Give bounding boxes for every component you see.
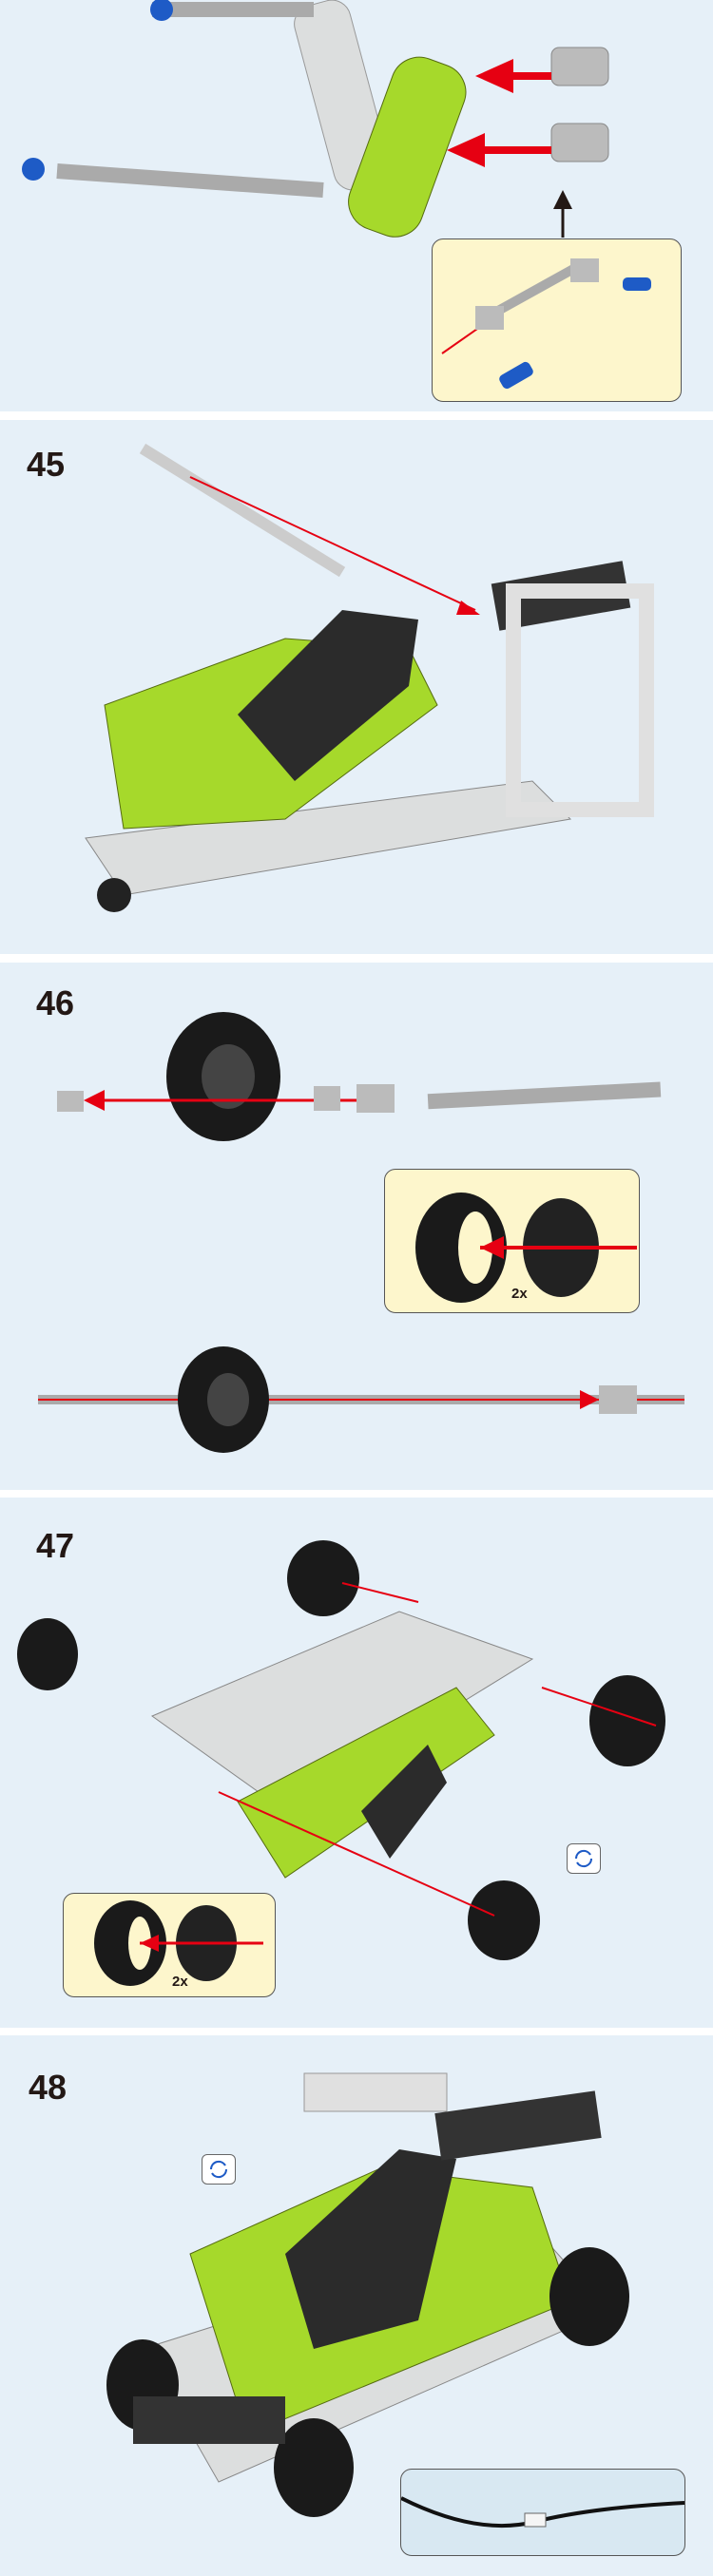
cable-connection-callout <box>400 2469 685 2556</box>
tire-assembly-illustration <box>94 1900 263 1986</box>
step-46-panel: 46 2x <box>0 963 713 1490</box>
step-number: 48 <box>29 2068 67 2107</box>
step-number: 45 <box>27 445 66 484</box>
step-number: 47 <box>36 1526 75 1565</box>
step-number: 46 <box>36 983 75 1022</box>
step-44-panel <box>0 0 713 411</box>
step-45-panel: 45 <box>0 420 713 954</box>
step-46-illustration <box>38 1012 684 1453</box>
tire-assembly-illustration <box>415 1193 637 1303</box>
quantity-label: 2x <box>172 1974 188 1990</box>
cable-connection-illustration <box>401 2496 684 2528</box>
step-47-panel: 47 2x <box>0 1498 713 2028</box>
step-48-panel: 48 <box>0 2035 713 2576</box>
step-47-illustration <box>17 1540 665 1960</box>
rotate-model-icon <box>567 1843 601 1874</box>
step-44-illustration <box>22 0 609 238</box>
quantity-label: 2x <box>511 1286 528 1302</box>
step-45-illustration <box>85 443 654 912</box>
sub-assembly-illustration <box>441 258 651 390</box>
tire-assembly-callout: 2x <box>63 1893 276 1997</box>
tire-assembly-callout: 2x <box>384 1169 640 1313</box>
step-48-illustration <box>106 2072 629 2517</box>
rotate-model-icon <box>202 2154 236 2185</box>
sub-assembly-callout <box>432 239 682 402</box>
